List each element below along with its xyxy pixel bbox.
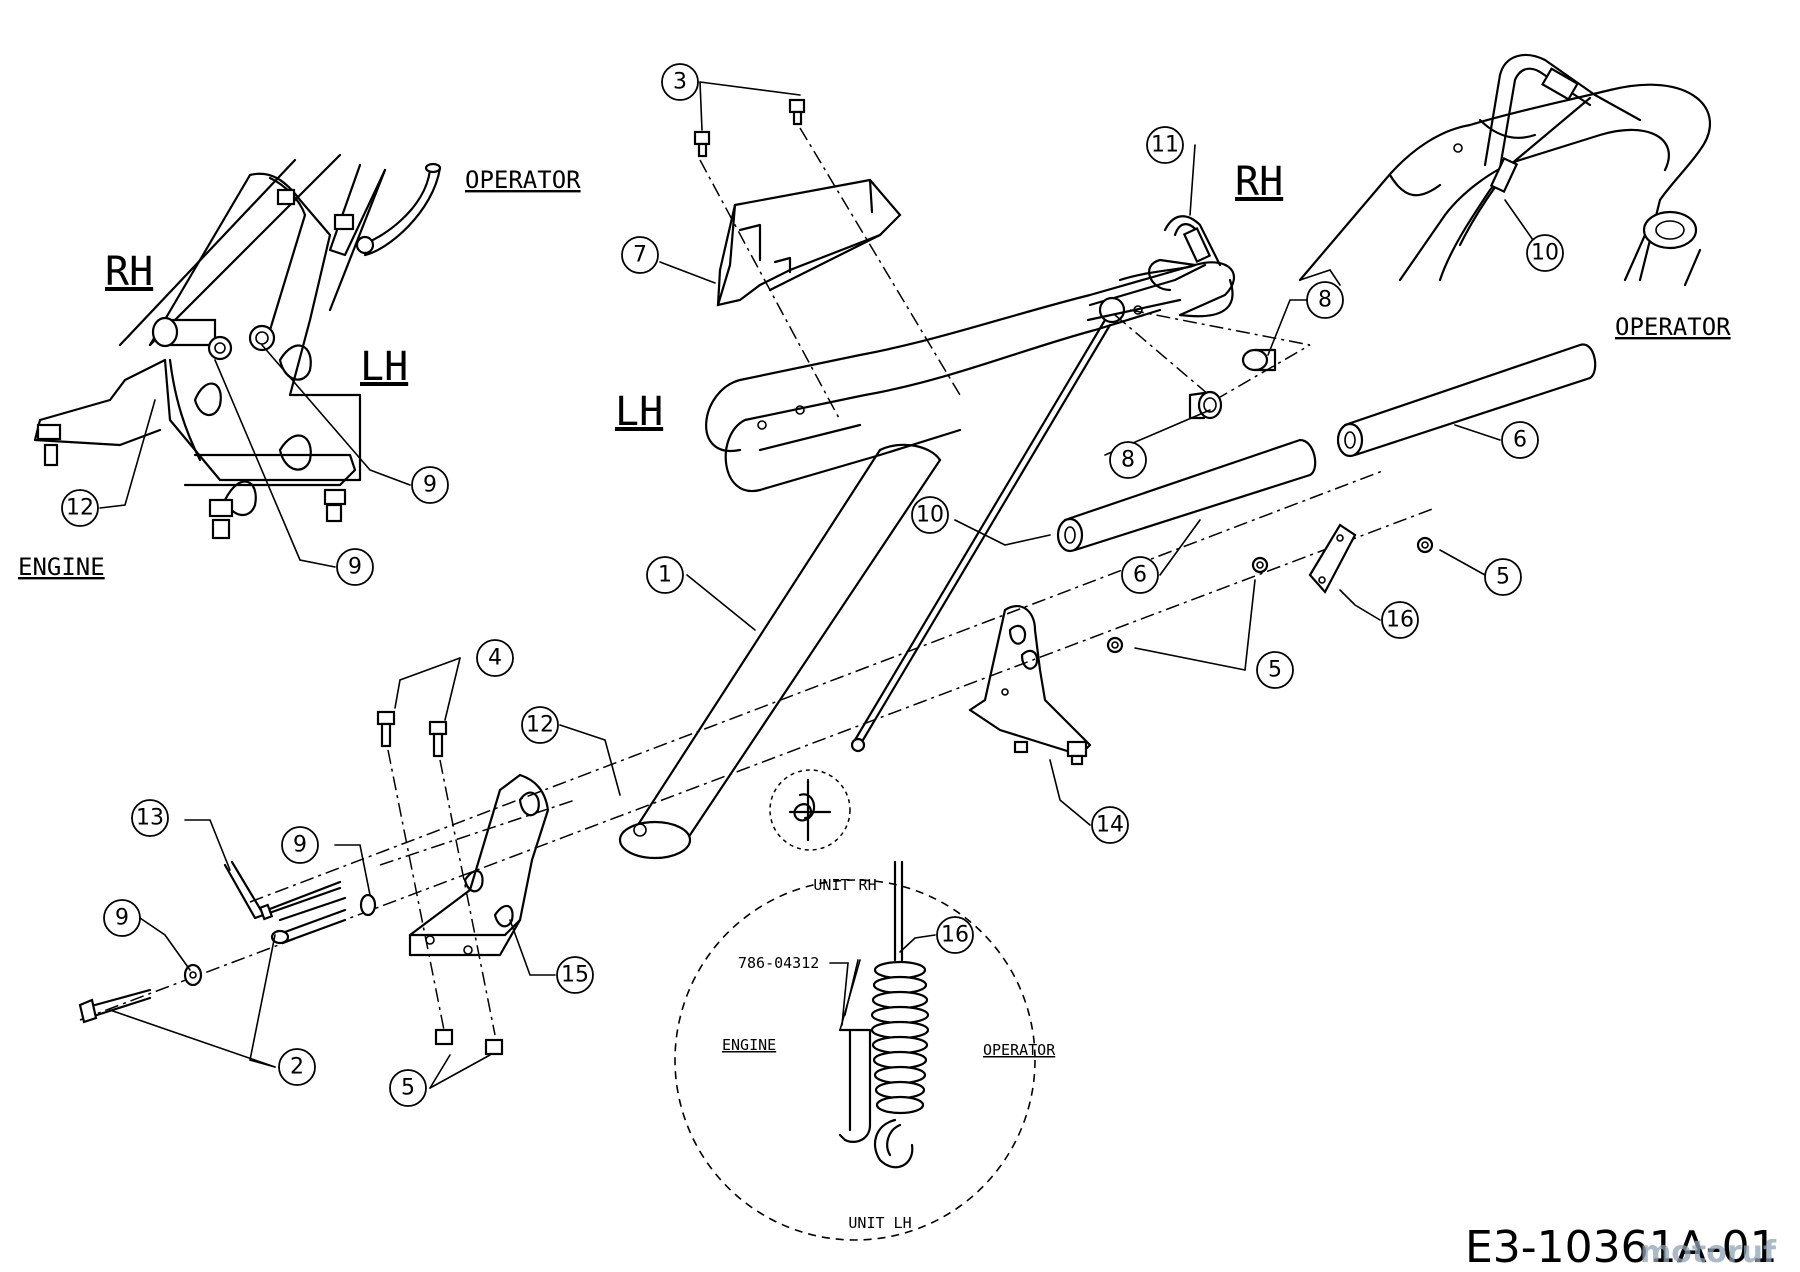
callout-10-center: 10 [911, 496, 949, 534]
spring-coils [870, 960, 930, 1115]
spring-inset [674, 860, 1036, 1241]
callout-14: 14 [1091, 806, 1129, 844]
label-part-number: 786-04312 [738, 954, 819, 972]
svg-text:9: 9 [293, 833, 307, 858]
label-inset-engine: ENGINE [722, 1036, 776, 1054]
rods-and-bolts [78, 860, 377, 1024]
label-inset-operator: OPERATOR [983, 1041, 1056, 1059]
label-engine-left: ENGINE [18, 553, 105, 581]
svg-text:12: 12 [526, 713, 554, 738]
grip-tube-lower [1056, 438, 1317, 553]
top-right-handle [1298, 53, 1712, 287]
callout-5-right: 5 [1484, 558, 1522, 596]
label-inset-unit-rh: UNIT RH [813, 876, 876, 894]
svg-text:8: 8 [1318, 288, 1332, 313]
lower-bracket-left [376, 710, 550, 1056]
svg-text:5: 5 [401, 1076, 415, 1101]
svg-text:14: 14 [1096, 813, 1124, 838]
callout-6-upper: 6 [1501, 421, 1539, 459]
svg-text:1: 1 [658, 563, 672, 588]
callout-2: 2 [278, 1048, 316, 1086]
svg-text:6: 6 [1133, 563, 1147, 588]
svg-text:3: 3 [673, 70, 687, 95]
handle-cover [693, 98, 961, 421]
svg-text:2: 2 [290, 1055, 304, 1080]
callout-12-top: 12 [61, 489, 99, 527]
grip-tube-upper [1336, 343, 1597, 458]
bracket-detail-top-left [33, 153, 442, 540]
lower-bracket-right [968, 605, 1092, 766]
callout-10-top: 10 [1526, 234, 1564, 272]
svg-text:5: 5 [1268, 658, 1282, 683]
svg-text:6: 6 [1513, 428, 1527, 453]
svg-text:4: 4 [488, 646, 502, 671]
callout-12-center: 12 [521, 706, 559, 744]
callout-15: 15 [556, 956, 594, 994]
callout-16-right: 16 [1381, 601, 1419, 639]
label-lh-center: LH [615, 389, 663, 435]
label-operator-top: OPERATOR [465, 166, 581, 194]
callout-8-lower: 8 [1109, 441, 1147, 479]
callout-11: 11 [1146, 126, 1184, 164]
svg-text:9: 9 [348, 555, 362, 580]
callout-16-inset: 16 [936, 916, 974, 954]
callout-4: 4 [476, 639, 514, 677]
label-rh-top: RH [105, 249, 153, 295]
callout-13: 13 [131, 799, 169, 837]
callout-9-left: 9 [103, 899, 141, 937]
callout-9-top-a: 9 [411, 466, 449, 504]
diagram-code: E3-10361A-01 [1465, 1222, 1778, 1272]
callout-leaders [99, 81, 1541, 1089]
nuts-right [1106, 523, 1434, 654]
assembly-axes [79, 469, 1436, 1021]
callout-9-top-b: 9 [336, 548, 374, 586]
svg-text:7: 7 [633, 243, 647, 268]
svg-text:11: 11 [1151, 133, 1179, 158]
label-lh-top: LH [360, 344, 408, 390]
svg-text:10: 10 [1531, 241, 1559, 266]
svg-text:16: 16 [941, 923, 969, 948]
plugs [1188, 348, 1277, 420]
callout-3: 3 [661, 63, 699, 101]
label-inset-unit-lh: UNIT LH [848, 1214, 911, 1232]
callout-5-mid: 5 [1256, 651, 1294, 689]
svg-text:16: 16 [1386, 608, 1414, 633]
svg-text:9: 9 [115, 906, 129, 931]
svg-text:13: 13 [136, 806, 164, 831]
svg-text:15: 15 [561, 963, 589, 988]
watermark-logo: motoruf [1640, 1235, 1777, 1270]
callout-8-upper: 8 [1306, 281, 1344, 319]
label-operator-right: OPERATOR [1615, 313, 1731, 341]
callout-5-lower: 5 [389, 1069, 427, 1107]
control-cable [769, 318, 1112, 851]
callout-7: 7 [621, 236, 659, 274]
callout-bubbles: 1 2 3 4 5 5 5 5 6 6 7 8 8 9 9 9 9 10 10 … [61, 63, 1564, 1107]
text-labels: OPERATOR RH LH ENGINE LH RH OPERATOR UNI… [18, 159, 1778, 1272]
svg-text:9: 9 [423, 473, 437, 498]
svg-text:5: 5 [1496, 565, 1510, 590]
lower-handle [618, 443, 942, 860]
label-rh-center: RH [1235, 159, 1283, 205]
callout-6-lower: 6 [1121, 556, 1159, 594]
callout-1: 1 [646, 556, 684, 594]
svg-text:12: 12 [66, 496, 94, 521]
svg-text:8: 8 [1121, 448, 1135, 473]
svg-text:10: 10 [916, 503, 944, 528]
upper-handle [705, 215, 1311, 493]
callout-9-rod: 9 [281, 826, 319, 864]
